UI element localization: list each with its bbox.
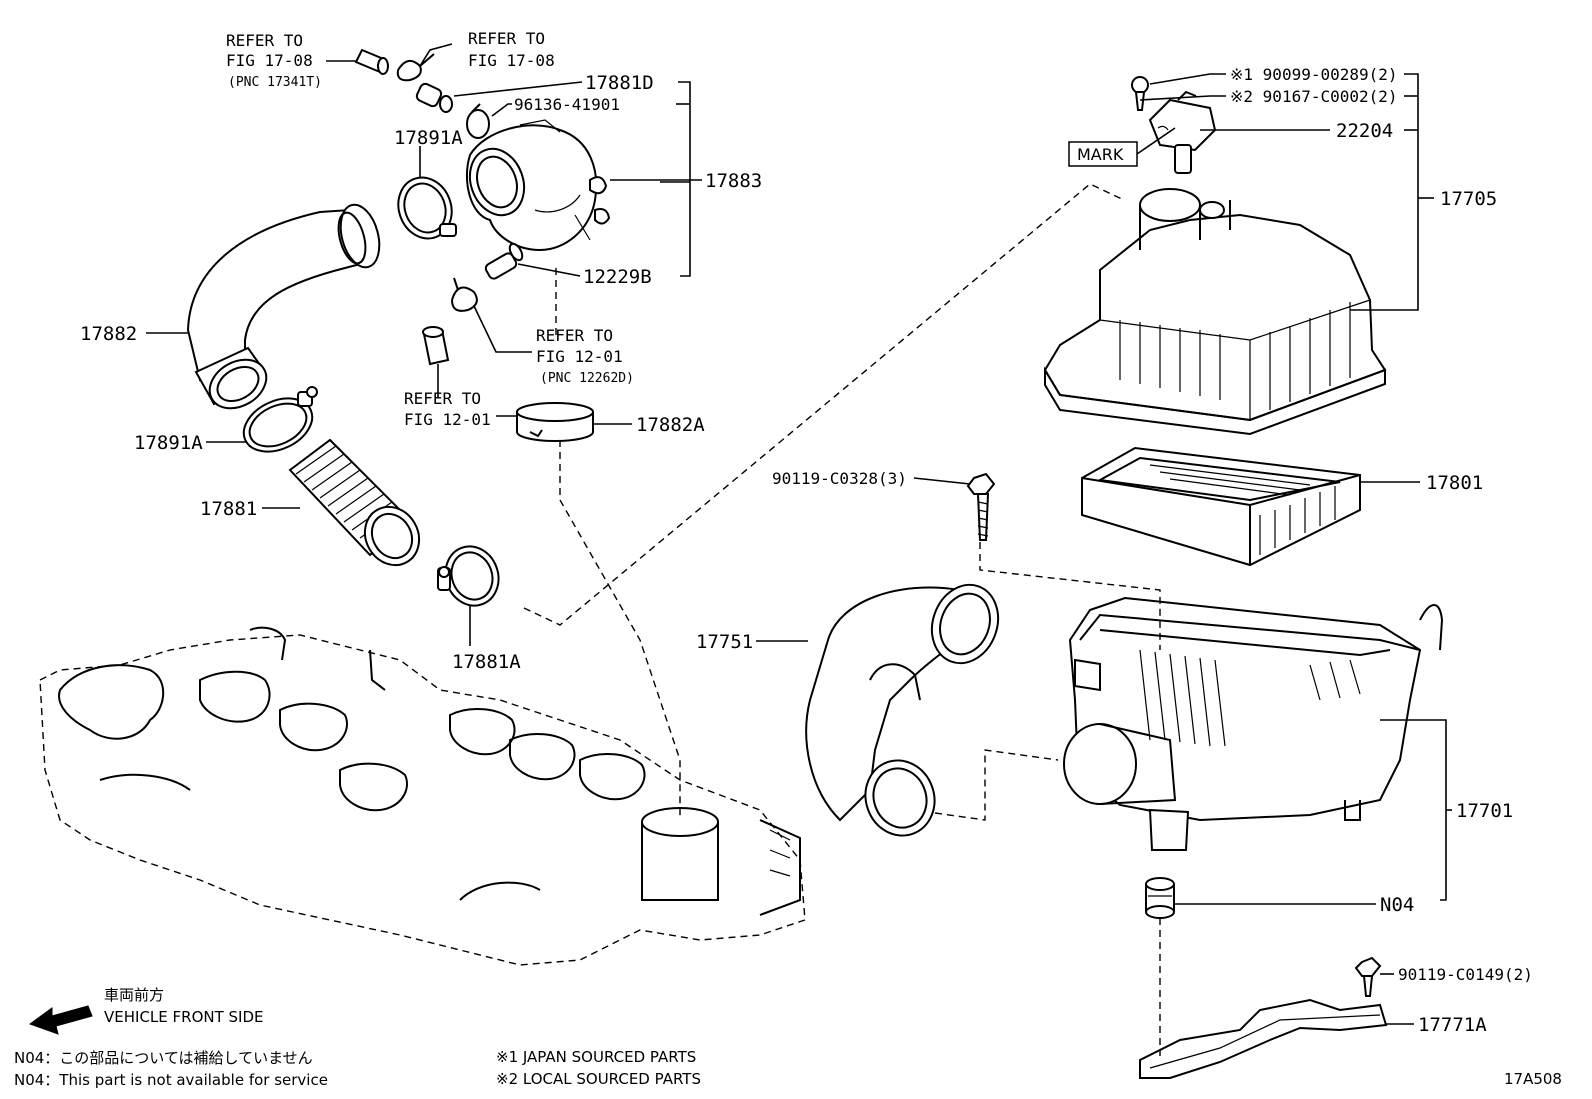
air-filter-element-17801-part [1081, 446, 1361, 567]
grommet-N04-part [1145, 877, 1175, 919]
part-12229B-label[interactable]: 12229B [583, 266, 652, 288]
refer-fig-12-01-label: REFER TO [404, 389, 481, 408]
intake-pipe-17882-part [186, 203, 381, 410]
hose-clip-part [396, 53, 435, 82]
part-N04-label[interactable]: N04 [1380, 894, 1414, 916]
hose-clamp-17881A-part [437, 545, 500, 607]
vehicle-front-en-label: VEHICLE FRONT SIDE [104, 1008, 264, 1026]
air-cleaner-case-17701-part [1063, 596, 1444, 851]
part-17881-label[interactable]: 17881 [200, 498, 257, 520]
refer-fig-17-08-label: REFER TO [468, 29, 545, 48]
bracket-17771A-part [1139, 998, 1388, 1079]
leader-lines [146, 43, 1452, 1025]
part-96136-41901-label[interactable]: 96136-41901 [514, 95, 620, 114]
dashed-guide-lines [523, 183, 1161, 1056]
hose-clamp-17891A-low-part [242, 386, 318, 453]
air-cleaner-cap-17705-part [1043, 188, 1387, 436]
part-90167-C0002-label[interactable]: ※2 90167-C0002(2) [1230, 87, 1398, 106]
part-17801-label[interactable]: 17801 [1426, 472, 1483, 494]
part-17881D-label[interactable]: 17881D [585, 72, 654, 94]
hose-clamp-17891A-top-part [397, 176, 457, 240]
pnc-12262D-label: (PNC 12262D) [540, 371, 634, 386]
part-90119-C0149-label[interactable]: 90119-C0149(2) [1398, 965, 1533, 984]
refer-fig-17-08-label: FIG 17-08 [468, 51, 555, 70]
refer-fig-17-08-label: FIG 17-08 [226, 51, 313, 70]
clamp-96136-part [466, 103, 490, 139]
part-17883-label[interactable]: 17883 [705, 170, 762, 192]
sensor-17881D-part [415, 82, 453, 113]
part-17751-label[interactable]: 17751 [696, 631, 753, 653]
hose-clamp-17882A-part [516, 402, 594, 442]
part-90119-C0328-label[interactable]: 90119-C0328(3) [772, 469, 907, 488]
engine-block-outline [39, 626, 806, 966]
refer-fig-12-01-label: REFER TO [536, 326, 613, 345]
note-local-sourced: ※2 LOCAL SOURCED PARTS [496, 1070, 701, 1088]
part-17882-label[interactable]: 17882 [80, 323, 137, 345]
part-17881A-label[interactable]: 17881A [452, 651, 521, 673]
n04-note-en: N04：This part is not available for servi… [14, 1071, 328, 1089]
bellows-hose-17881-part [288, 438, 421, 567]
part-17891A-label[interactable]: 17891A [134, 432, 203, 454]
air-hose-17883-part [466, 119, 611, 252]
clip-lower-part [451, 277, 478, 312]
refer-fig-17-08-label: REFER TO [226, 31, 303, 50]
pnc-17341T-label: (PNC 17341T) [228, 75, 322, 90]
bolt-90119-C0149-part [1354, 956, 1382, 997]
n04-note-jp: N04：この部品については補給していません [14, 1049, 313, 1067]
refer-fig-12-01-label: FIG 12-01 [536, 347, 623, 366]
part-17771A-label[interactable]: 17771A [1418, 1014, 1487, 1036]
part-17891A-label[interactable]: 17891A [394, 127, 463, 149]
refer-fig-12-01-label: FIG 12-01 [404, 410, 491, 429]
bolt-90119-C0328-part [966, 472, 996, 541]
hose-stub-lower-part [422, 326, 450, 366]
part-17701-label[interactable]: 17701 [1456, 800, 1513, 822]
sensor-12229B-part [484, 242, 524, 280]
vehicle-front-jp-label: 車両前方 [104, 986, 164, 1004]
mass-air-flow-sensor-22204-part [1148, 90, 1217, 174]
note-japan-sourced: ※1 JAPAN SOURCED PARTS [496, 1048, 696, 1066]
part-90099-00289-label[interactable]: ※1 90099-00289(2) [1230, 65, 1398, 84]
bolt-90099-part [1131, 76, 1149, 111]
inlet-hose-17751-part [805, 583, 1000, 837]
figure-id-label: 17A508 [1504, 1070, 1562, 1088]
mark-label: MARK [1077, 145, 1124, 164]
hose-stub-part [354, 48, 389, 75]
part-17705-label[interactable]: 17705 [1440, 188, 1497, 210]
part-22204-label[interactable]: 22204 [1336, 120, 1393, 142]
vehicle-front-arrow-icon [28, 1005, 93, 1035]
part-17882A-label[interactable]: 17882A [636, 414, 705, 436]
